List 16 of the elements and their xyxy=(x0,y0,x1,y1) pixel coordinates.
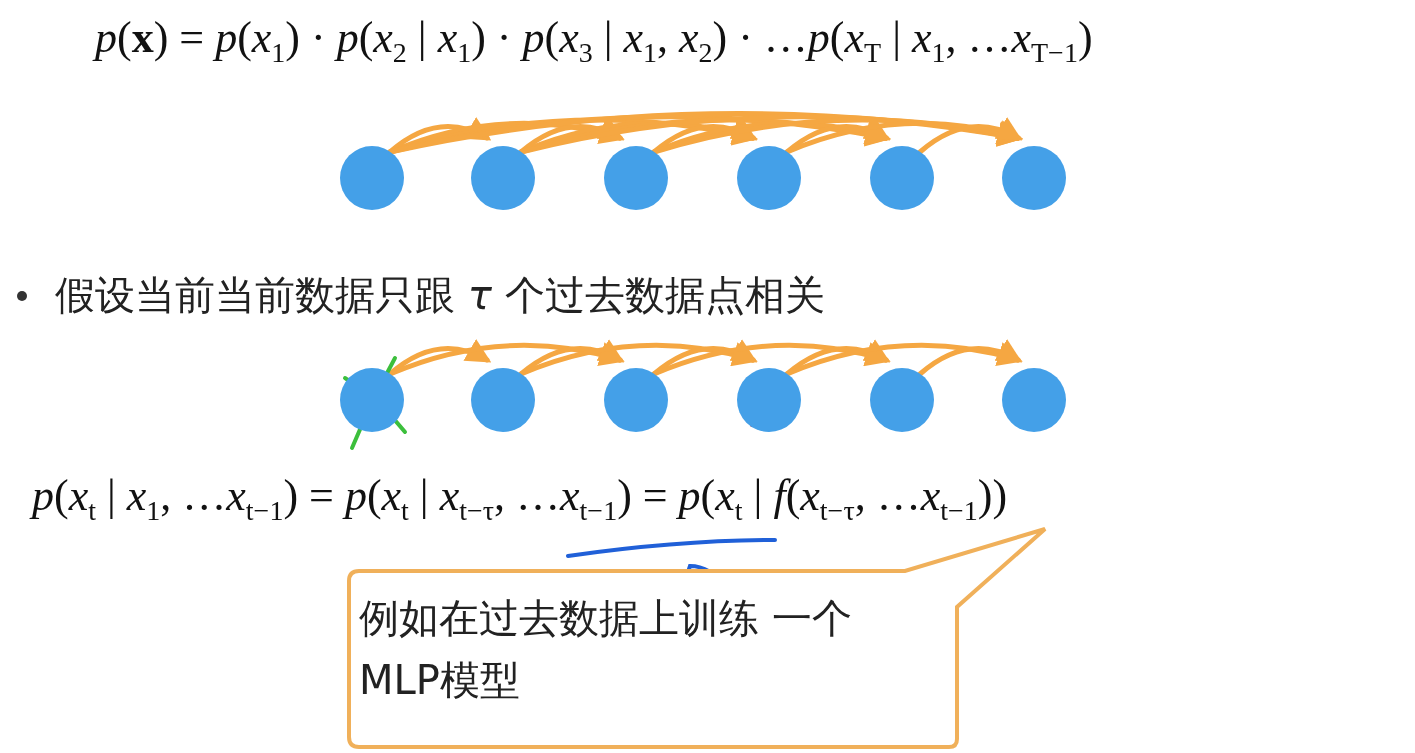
arrow xyxy=(651,342,891,377)
data-point-circle xyxy=(471,146,535,210)
arrow xyxy=(917,117,1023,155)
data-point-circle xyxy=(737,368,801,432)
arrow xyxy=(784,120,1023,155)
data-point-circle xyxy=(737,146,801,210)
data-point-circle xyxy=(340,368,404,432)
bullet-text: 假设当前当前数据只跟 τ 个过去数据点相关 xyxy=(55,271,825,320)
arrow xyxy=(917,339,1023,377)
arrow xyxy=(784,342,1023,377)
data-point-circle xyxy=(340,146,404,210)
callout-text: 例如在过去数据上训练 一个MLP模型 xyxy=(359,594,853,705)
data-point-circle xyxy=(604,368,668,432)
arrow xyxy=(518,342,758,377)
data-point-circle xyxy=(604,146,668,210)
data-point-circle xyxy=(471,368,535,432)
